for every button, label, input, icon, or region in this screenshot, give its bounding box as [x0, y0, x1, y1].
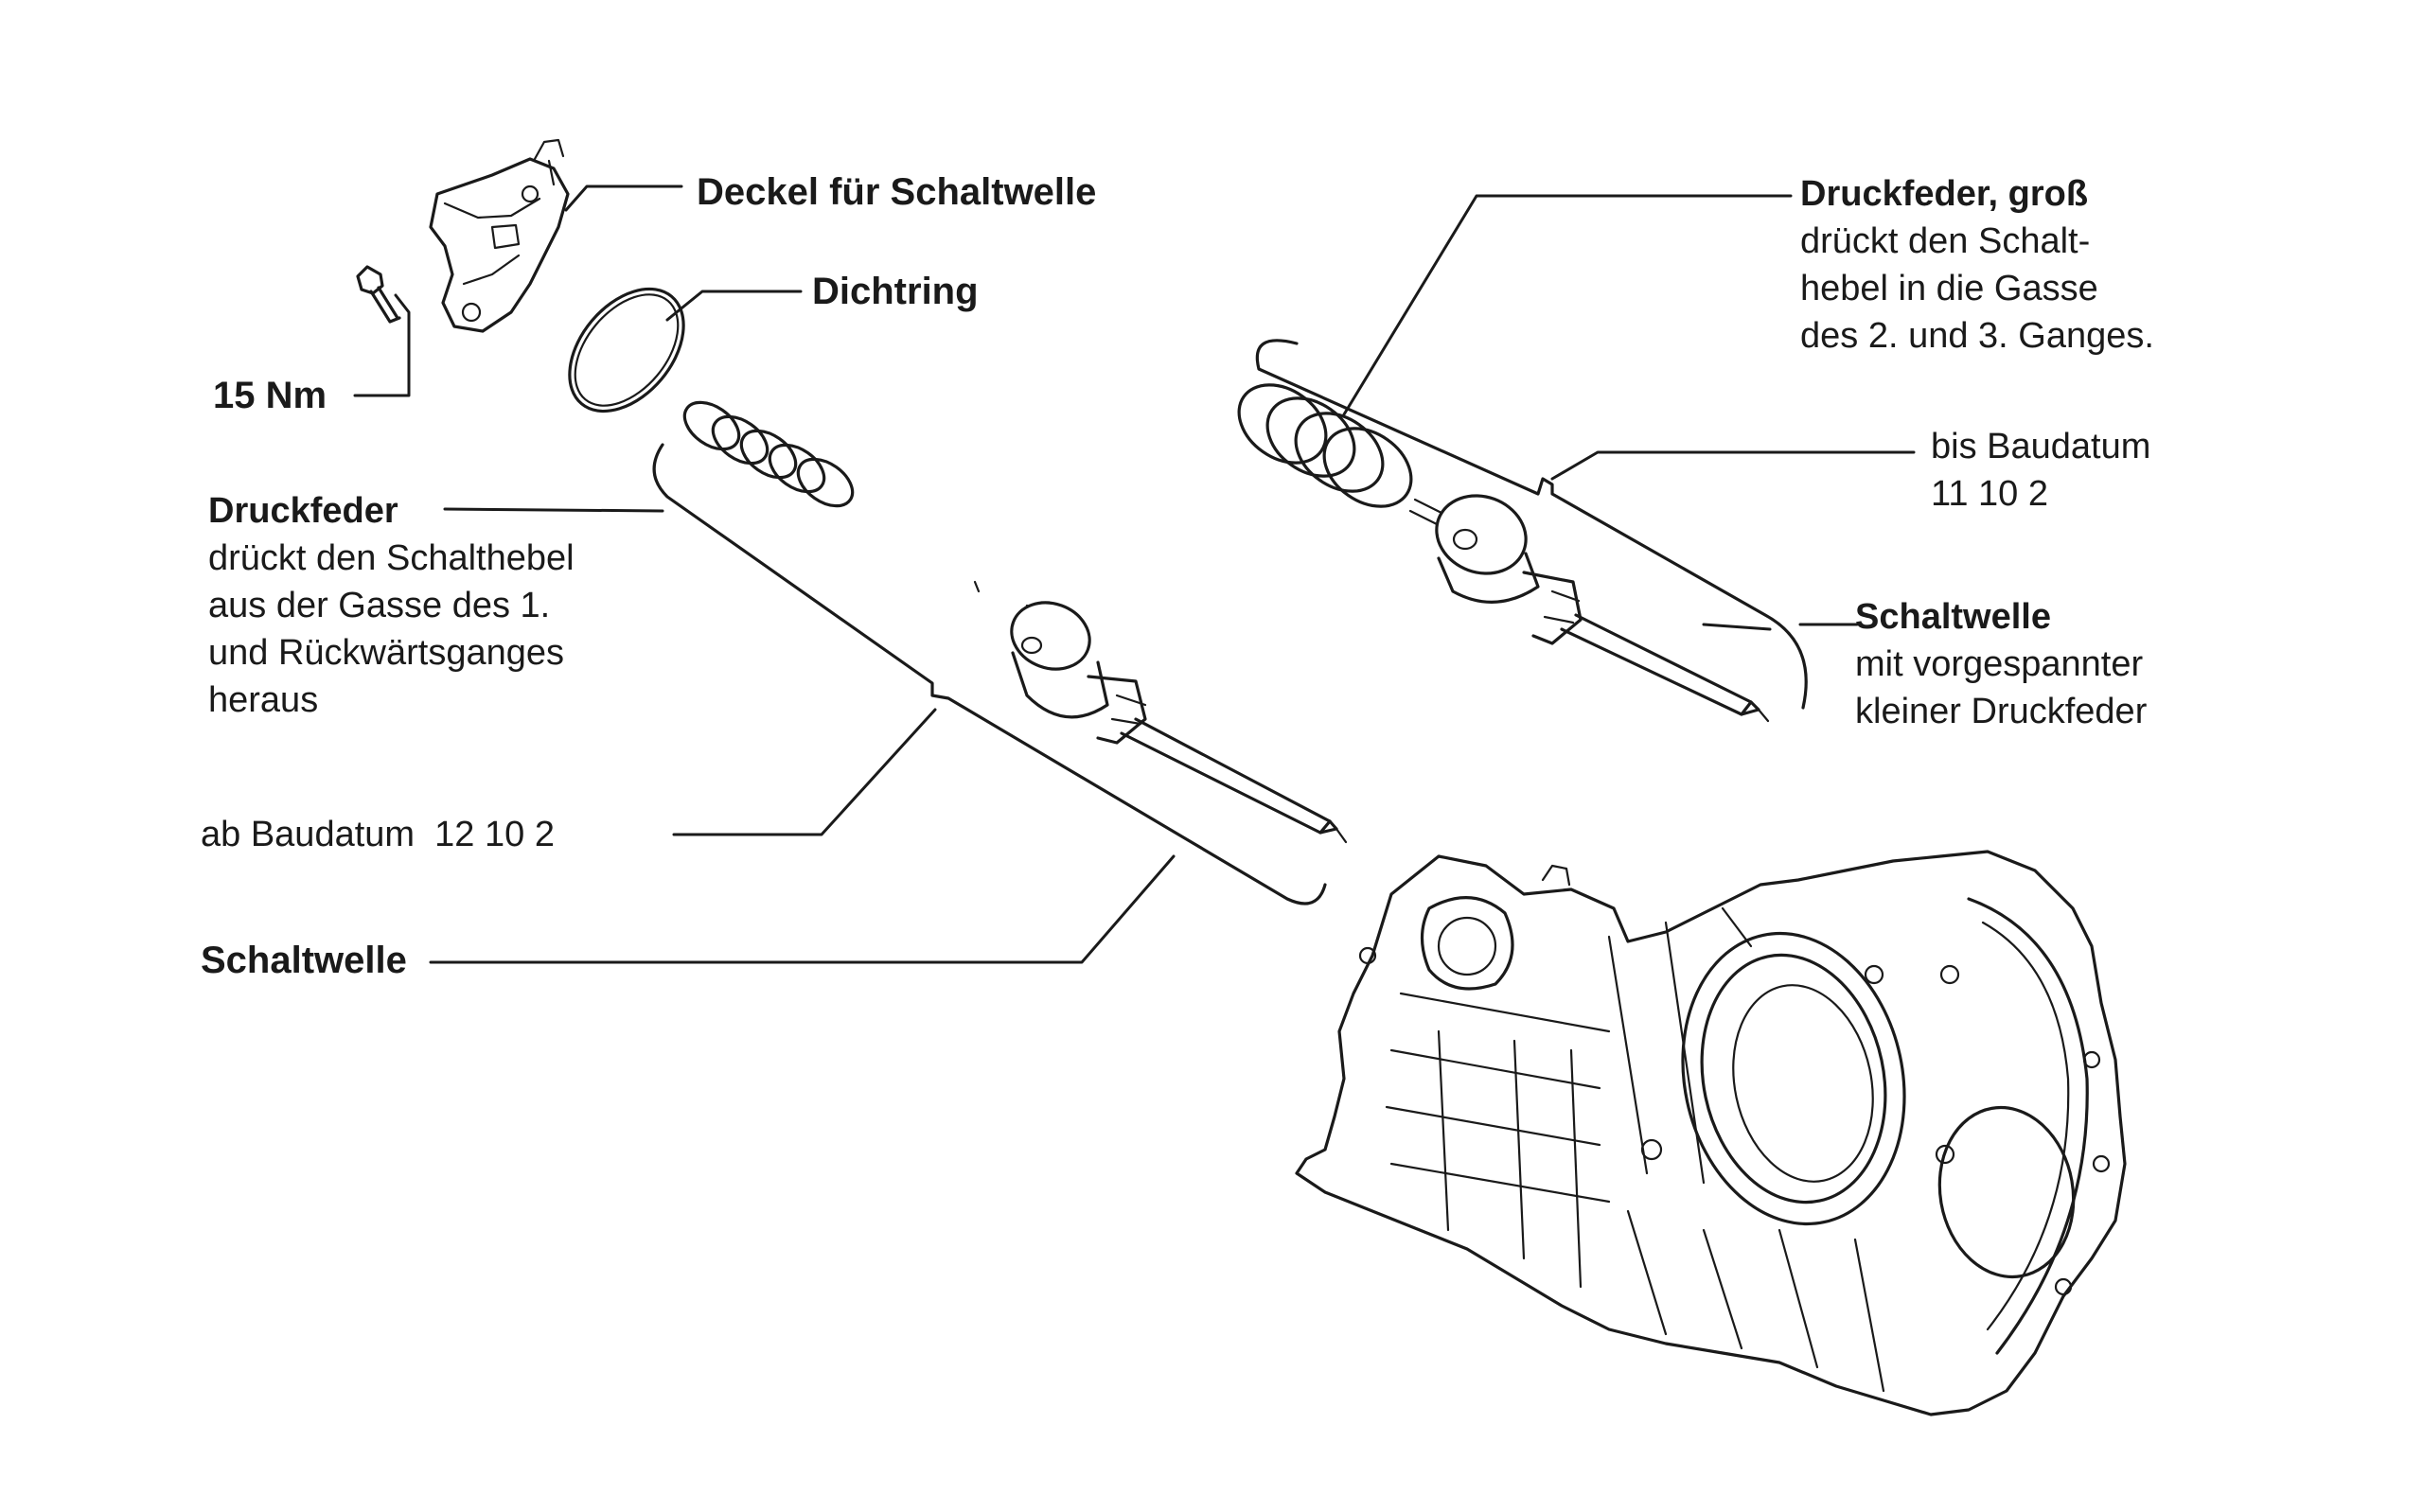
right-shaft-label: Schaltwelle mit vorgespannter kleiner Dr…: [1855, 593, 2147, 735]
large-spring-line: drückt den Schalt-: [1800, 221, 2091, 261]
transmission-housing-icon: [1295, 850, 2127, 1416]
coil-spring-icon: [682, 400, 855, 508]
small-spring-line: drückt den Schalthebel: [208, 538, 575, 578]
shift-shaft-icon: [973, 580, 1348, 844]
right-shaft-line: kleiner Druckfeder: [1855, 692, 2148, 731]
from-build-date-label: ab Baudatum 12 10 2: [201, 815, 555, 854]
o-ring-icon: [568, 287, 685, 413]
shift-shaft-icon: [1408, 494, 1770, 723]
until-build-date-line: 11 10 2: [1931, 474, 2048, 514]
torque-label: 15 Nm: [213, 375, 327, 416]
large-spring-line: hebel in die Gasse: [1800, 269, 2098, 308]
left-shaft-label: Schaltwelle: [201, 940, 407, 981]
until-build-date-line: bis Baudatum: [1931, 427, 2151, 466]
shift-shaft-cover-icon: [429, 138, 570, 333]
small-spring-line: heraus: [208, 680, 319, 720]
right-shaft-line: mit vorgespannter: [1855, 644, 2144, 684]
right-shaft-title: Schaltwelle: [1855, 597, 2051, 637]
large-spring-label: Druckfeder, groß drückt den Schalt- hebe…: [1800, 170, 2154, 360]
coil-spring-icon: [1237, 383, 1413, 508]
small-spring-line: aus der Gasse des 1.: [208, 586, 551, 625]
cover-label: Deckel für Schaltwelle: [697, 171, 1097, 213]
large-spring-title: Druckfeder, groß: [1800, 174, 2089, 214]
until-build-date-label: bis Baudatum 11 10 2: [1931, 423, 2150, 518]
small-spring-title: Druckfeder: [208, 491, 398, 531]
bolt-icon: [356, 265, 401, 324]
seal-label: Dichtring: [812, 271, 979, 312]
large-spring-line: des 2. und 3. Ganges.: [1800, 316, 2154, 356]
small-spring-label: Druckfeder drückt den Schalthebel aus de…: [208, 487, 575, 724]
small-spring-line: und Rückwärtsganges: [208, 633, 564, 673]
